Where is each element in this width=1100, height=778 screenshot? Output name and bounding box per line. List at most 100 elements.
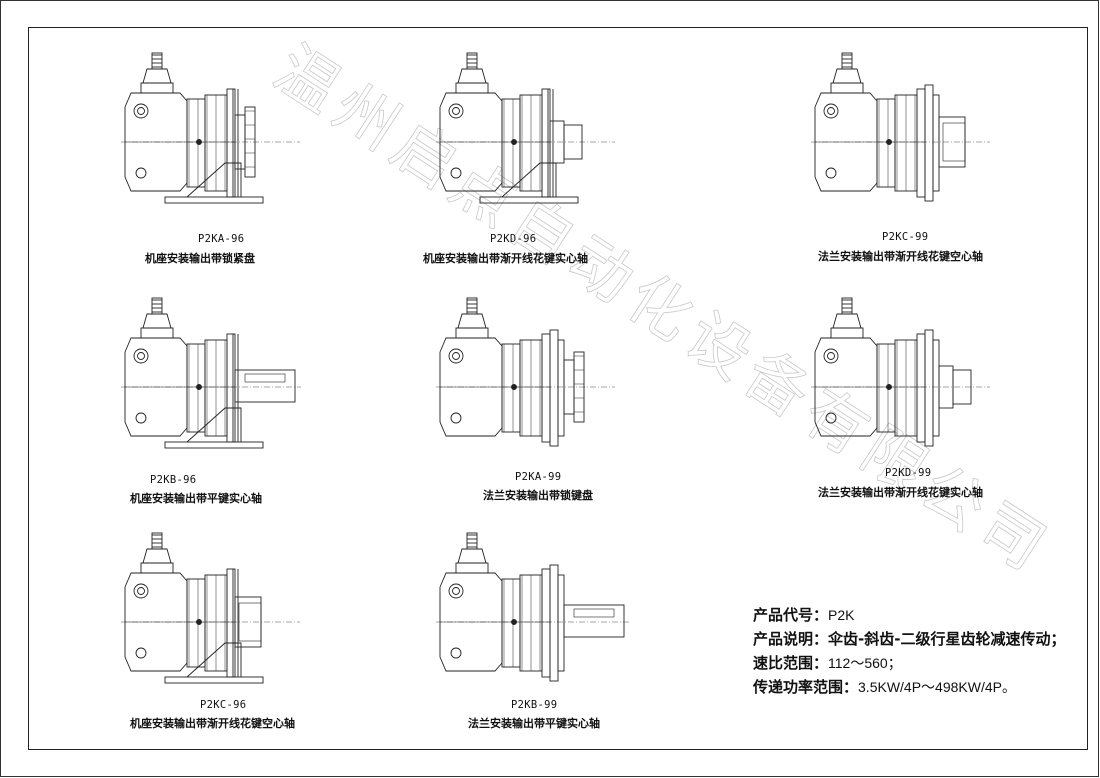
stage-1 — [501, 578, 521, 668]
stage-1 — [186, 578, 206, 668]
product-specs: 产品代号：P2K 产品说明：伞齿-斜齿-二级行星齿轮减速传动； 速比范围：112… — [753, 603, 1073, 699]
product-cell-p2kc-96: P2KC-96 机座安装输出带渐开线花键空心轴 — [100, 525, 440, 765]
spec-label: 传递功率范围： — [753, 678, 859, 696]
product-code: P2KB-99 — [511, 699, 558, 711]
product-code: P2KC-99 — [882, 231, 929, 243]
spec-label: 产品代号： — [753, 606, 829, 624]
bevel-cap — [830, 82, 864, 94]
drain-plug — [135, 412, 147, 424]
product-description: 法兰安装输出带平键实心轴 — [468, 717, 600, 730]
keyed-shaft — [234, 369, 296, 403]
inspection-plug — [823, 348, 839, 364]
foot-base — [164, 441, 264, 449]
bevel-cap — [455, 82, 489, 94]
spec-label: 速比范围： — [753, 654, 829, 672]
bevel-housing-top — [142, 548, 172, 564]
keyed-shaft — [563, 604, 625, 638]
drain-plug — [825, 167, 837, 179]
product-cell-p2kd-96: P2KD-96 机座安装输出带渐开线花键实心轴 — [415, 45, 755, 285]
flange-ring — [541, 568, 551, 678]
bevel-cap — [140, 82, 174, 94]
mount-flange — [924, 329, 934, 447]
bevel-housing-top — [457, 313, 487, 329]
product-description: 法兰安装输出带锁键盘 — [483, 489, 593, 502]
bevel-cap — [455, 562, 489, 574]
spec-power-range: 传递功率范围：3.5KW/4P～498KW/4P。 — [753, 675, 1073, 699]
drain-plug — [450, 412, 462, 424]
product-code: P2KD-96 — [490, 233, 537, 245]
flange-spigot — [932, 94, 940, 192]
gearbox-drawing — [811, 297, 990, 447]
flange-spigot — [557, 574, 565, 672]
drain-plug — [135, 647, 147, 659]
inspection-plug — [823, 103, 839, 119]
spec-ratio-range: 速比范围：112～560； — [753, 651, 1073, 675]
inspection-plug — [448, 583, 464, 599]
foot-base — [479, 196, 579, 204]
flange-ring — [916, 333, 926, 443]
product-description: 法兰安装输出带渐开线花键实心轴 — [818, 486, 983, 499]
product-description: 法兰安装输出带渐开线花键空心轴 — [818, 250, 983, 263]
spec-product-code: 产品代号：P2K — [753, 603, 1073, 627]
product-cell-p2kb-99: P2KB-99 法兰安装输出带平键实心轴 — [415, 525, 755, 765]
stage-1 — [876, 343, 896, 433]
product-description: 机座安装输出带锁紧盘 — [145, 252, 255, 265]
flange-spigot — [932, 339, 940, 437]
product-description: 机座安装输出带渐开线花键空心轴 — [130, 717, 295, 730]
shaft-key — [244, 373, 286, 383]
mount-flange — [549, 564, 559, 682]
inspection-plug — [448, 103, 464, 119]
product-code: P2KB-96 — [150, 474, 197, 486]
stage-1 — [186, 98, 206, 188]
flange-ring — [226, 333, 236, 443]
inspection-plug — [133, 103, 149, 119]
foot-base — [164, 676, 264, 684]
product-code: P2KA-96 — [198, 233, 245, 245]
gearbox-drawing — [121, 532, 300, 684]
bevel-cap — [140, 327, 174, 339]
bevel-cap — [140, 562, 174, 574]
flange-ring — [541, 88, 551, 198]
bevel-cap — [455, 327, 489, 339]
flange-ring — [916, 88, 926, 198]
bevel-housing-top — [457, 68, 487, 84]
stage-1 — [186, 343, 206, 433]
bevel-housing-top — [832, 313, 862, 329]
flange-ring — [541, 333, 551, 443]
drain-plug — [135, 167, 147, 179]
stage-1 — [501, 98, 521, 188]
gearbox-drawing — [121, 52, 300, 204]
product-cell-p2kd-99: P2KD-99 法兰安装输出带渐开线花键实心轴 — [790, 290, 1100, 530]
mount-flange — [549, 329, 559, 447]
product-description: 机座安装输出带渐开线花键实心轴 — [423, 252, 588, 265]
mount-flange — [924, 84, 934, 202]
gearbox-drawing — [436, 52, 615, 204]
flange-ring — [226, 568, 236, 678]
product-cell-p2kb-96: P2KB-96 机座安装输出带平键实心轴 — [100, 290, 440, 530]
stage-1 — [501, 343, 521, 433]
product-code: P2KA-99 — [515, 471, 562, 483]
spec-value: 3.5KW/4P～498KW/4P。 — [858, 679, 1016, 695]
spec-value: 伞齿-斜齿-二级行星齿轮减速传动； — [828, 630, 1066, 648]
product-code: P2KC-96 — [200, 699, 247, 711]
drain-plug — [825, 412, 837, 424]
bevel-cap — [830, 327, 864, 339]
inspection-plug — [133, 583, 149, 599]
spec-label: 产品说明： — [753, 630, 829, 648]
spec-value: 112～560； — [828, 655, 902, 671]
foot-base — [164, 196, 264, 204]
stage-1 — [876, 98, 896, 188]
drain-plug — [450, 167, 462, 179]
bevel-housing-top — [457, 548, 487, 564]
spec-value: P2K — [828, 607, 855, 623]
drawing-frame — [28, 27, 1088, 750]
bevel-housing-top — [142, 68, 172, 84]
inspection-plug — [133, 348, 149, 364]
inspection-plug — [448, 348, 464, 364]
drain-plug — [450, 647, 462, 659]
spec-product-description: 产品说明：伞齿-斜齿-二级行星齿轮减速传动； — [753, 627, 1073, 651]
product-cell-p2kc-99: P2KC-99 法兰安装输出带渐开线花键空心轴 — [790, 45, 1100, 285]
gearbox-drawing — [811, 52, 990, 202]
flange-ring — [226, 88, 236, 198]
